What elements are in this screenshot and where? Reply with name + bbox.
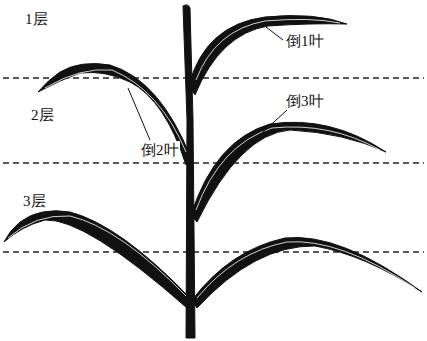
layer-label: 1层 (24, 10, 49, 28)
leaf-label: 倒1叶 (285, 32, 325, 50)
leader-line (128, 27, 287, 140)
leaf-label: 倒3叶 (285, 92, 325, 110)
layer-divider (3, 78, 424, 252)
leaf-highlight (8, 19, 415, 298)
layer-label: 3层 (22, 192, 47, 210)
plant (4, 5, 422, 338)
layer-label: 2层 (30, 106, 55, 124)
leaf-label: 倒2叶 (140, 141, 180, 159)
